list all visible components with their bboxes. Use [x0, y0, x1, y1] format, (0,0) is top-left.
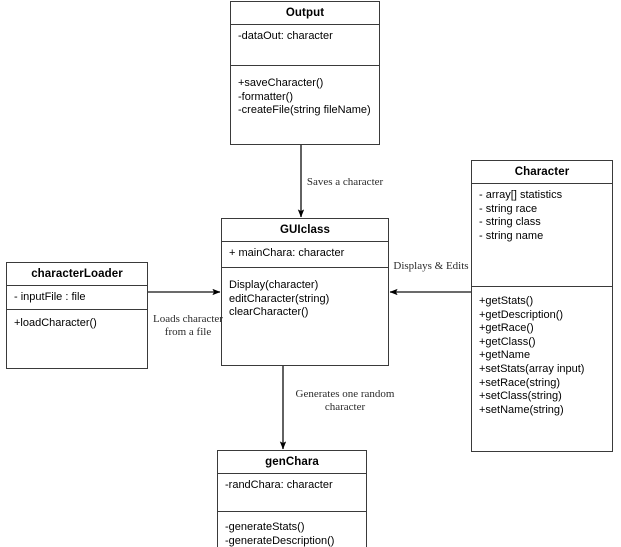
class-box-character[interactable]: Character - array[] statistics - string … [471, 160, 613, 452]
class-title-character-loader: characterLoader [7, 263, 147, 286]
class-attributes-character: - array[] statistics - string race - str… [472, 184, 612, 287]
connector-label-loads-character-from-a-file: Loads character from a file [153, 313, 223, 338]
class-title-character: Character [472, 161, 612, 184]
class-box-guiclass[interactable]: GUIclass + mainChara: character Display(… [221, 218, 389, 366]
class-methods-output: +saveCharacter() -formatter() -createFil… [231, 66, 379, 123]
connector-label-displays-and-edits: Displays & Edits [393, 260, 469, 272]
connector-label-generates-one-random-character: Generates one random character [295, 388, 395, 413]
class-attributes-character-loader: - inputFile : file [7, 286, 147, 310]
class-attributes-guiclass: + mainChara: character [222, 242, 388, 268]
class-methods-gen-chara: -generateStats() -generateDescription() [218, 512, 366, 547]
class-box-character-loader[interactable]: characterLoader - inputFile : file +load… [6, 262, 148, 369]
class-title-guiclass: GUIclass [222, 219, 388, 242]
class-box-gen-chara[interactable]: genChara -randChara: character -generate… [217, 450, 367, 547]
class-methods-character-loader: +loadCharacter() [7, 310, 147, 336]
class-attributes-output: -dataOut: character [231, 25, 379, 66]
class-title-output: Output [231, 2, 379, 25]
class-methods-character: +getStats() +getDescription() +getRace()… [472, 287, 612, 423]
class-box-output[interactable]: Output -dataOut: character +saveCharacte… [230, 1, 380, 145]
class-attributes-gen-chara: -randChara: character [218, 474, 366, 512]
class-title-gen-chara: genChara [218, 451, 366, 474]
connector-label-saves-a-character: Saves a character [306, 176, 384, 188]
class-methods-guiclass: Display(character) editCharacter(string)… [222, 268, 388, 325]
